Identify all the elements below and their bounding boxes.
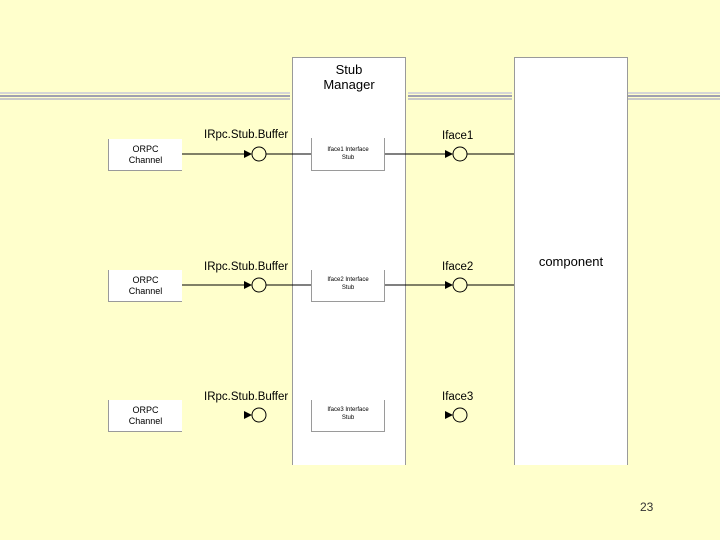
orpc-channel-box-2: ORPC Channel xyxy=(108,270,182,302)
arrow-head-icon xyxy=(445,411,453,419)
iface1-interface-stub-box: Iface1 Interface Stub xyxy=(311,138,385,171)
interface-lollipop-icon xyxy=(251,407,267,423)
orpc-channel-label: ORPC Channel xyxy=(128,275,163,296)
stub-manager-label: Stub Manager xyxy=(323,62,375,92)
arrow-head-icon xyxy=(244,281,252,289)
page-number: 23 xyxy=(640,500,654,514)
arrow-head-icon xyxy=(445,281,453,289)
orpc-channel-label: ORPC Channel xyxy=(128,405,163,426)
stub-manager-box: Stub Manager xyxy=(292,57,406,465)
orpc-channel-box-1: ORPC Channel xyxy=(108,139,182,171)
irpc-stub-buffer-label: IRpc.Stub.Buffer xyxy=(204,391,289,403)
interface-lollipop-icon xyxy=(452,146,468,162)
iface2-label: Iface2 xyxy=(442,261,474,273)
iface3-label: Iface3 xyxy=(442,391,474,403)
arrow-head-icon xyxy=(244,150,252,158)
irpc-stub-buffer-label: IRpc.Stub.Buffer xyxy=(204,129,289,141)
arrow-head-icon xyxy=(445,150,453,158)
interface-stub-label: Iface1 Interface Stub xyxy=(327,147,369,161)
orpc-channel-box-3: ORPC Channel xyxy=(108,400,182,432)
orpc-channel-label: ORPC Channel xyxy=(128,144,163,165)
interface-stub-label: Iface3 Interface Stub xyxy=(327,407,369,421)
arrow-head-icon xyxy=(244,411,252,419)
iface2-interface-stub-box: Iface2 Interface Stub xyxy=(311,270,385,302)
interface-stub-label: Iface2 Interface Stub xyxy=(327,277,369,291)
interface-lollipop-icon xyxy=(251,277,267,293)
iface1-label: Iface1 xyxy=(442,130,474,142)
component-label: component xyxy=(538,254,604,269)
interface-lollipop-icon xyxy=(452,277,468,293)
irpc-stub-buffer-label: IRpc.Stub.Buffer xyxy=(204,261,289,273)
iface3-interface-stub-box: Iface3 Interface Stub xyxy=(311,400,385,432)
interface-lollipop-icon xyxy=(251,146,267,162)
interface-lollipop-icon xyxy=(452,407,468,423)
component-box: component xyxy=(514,57,628,465)
